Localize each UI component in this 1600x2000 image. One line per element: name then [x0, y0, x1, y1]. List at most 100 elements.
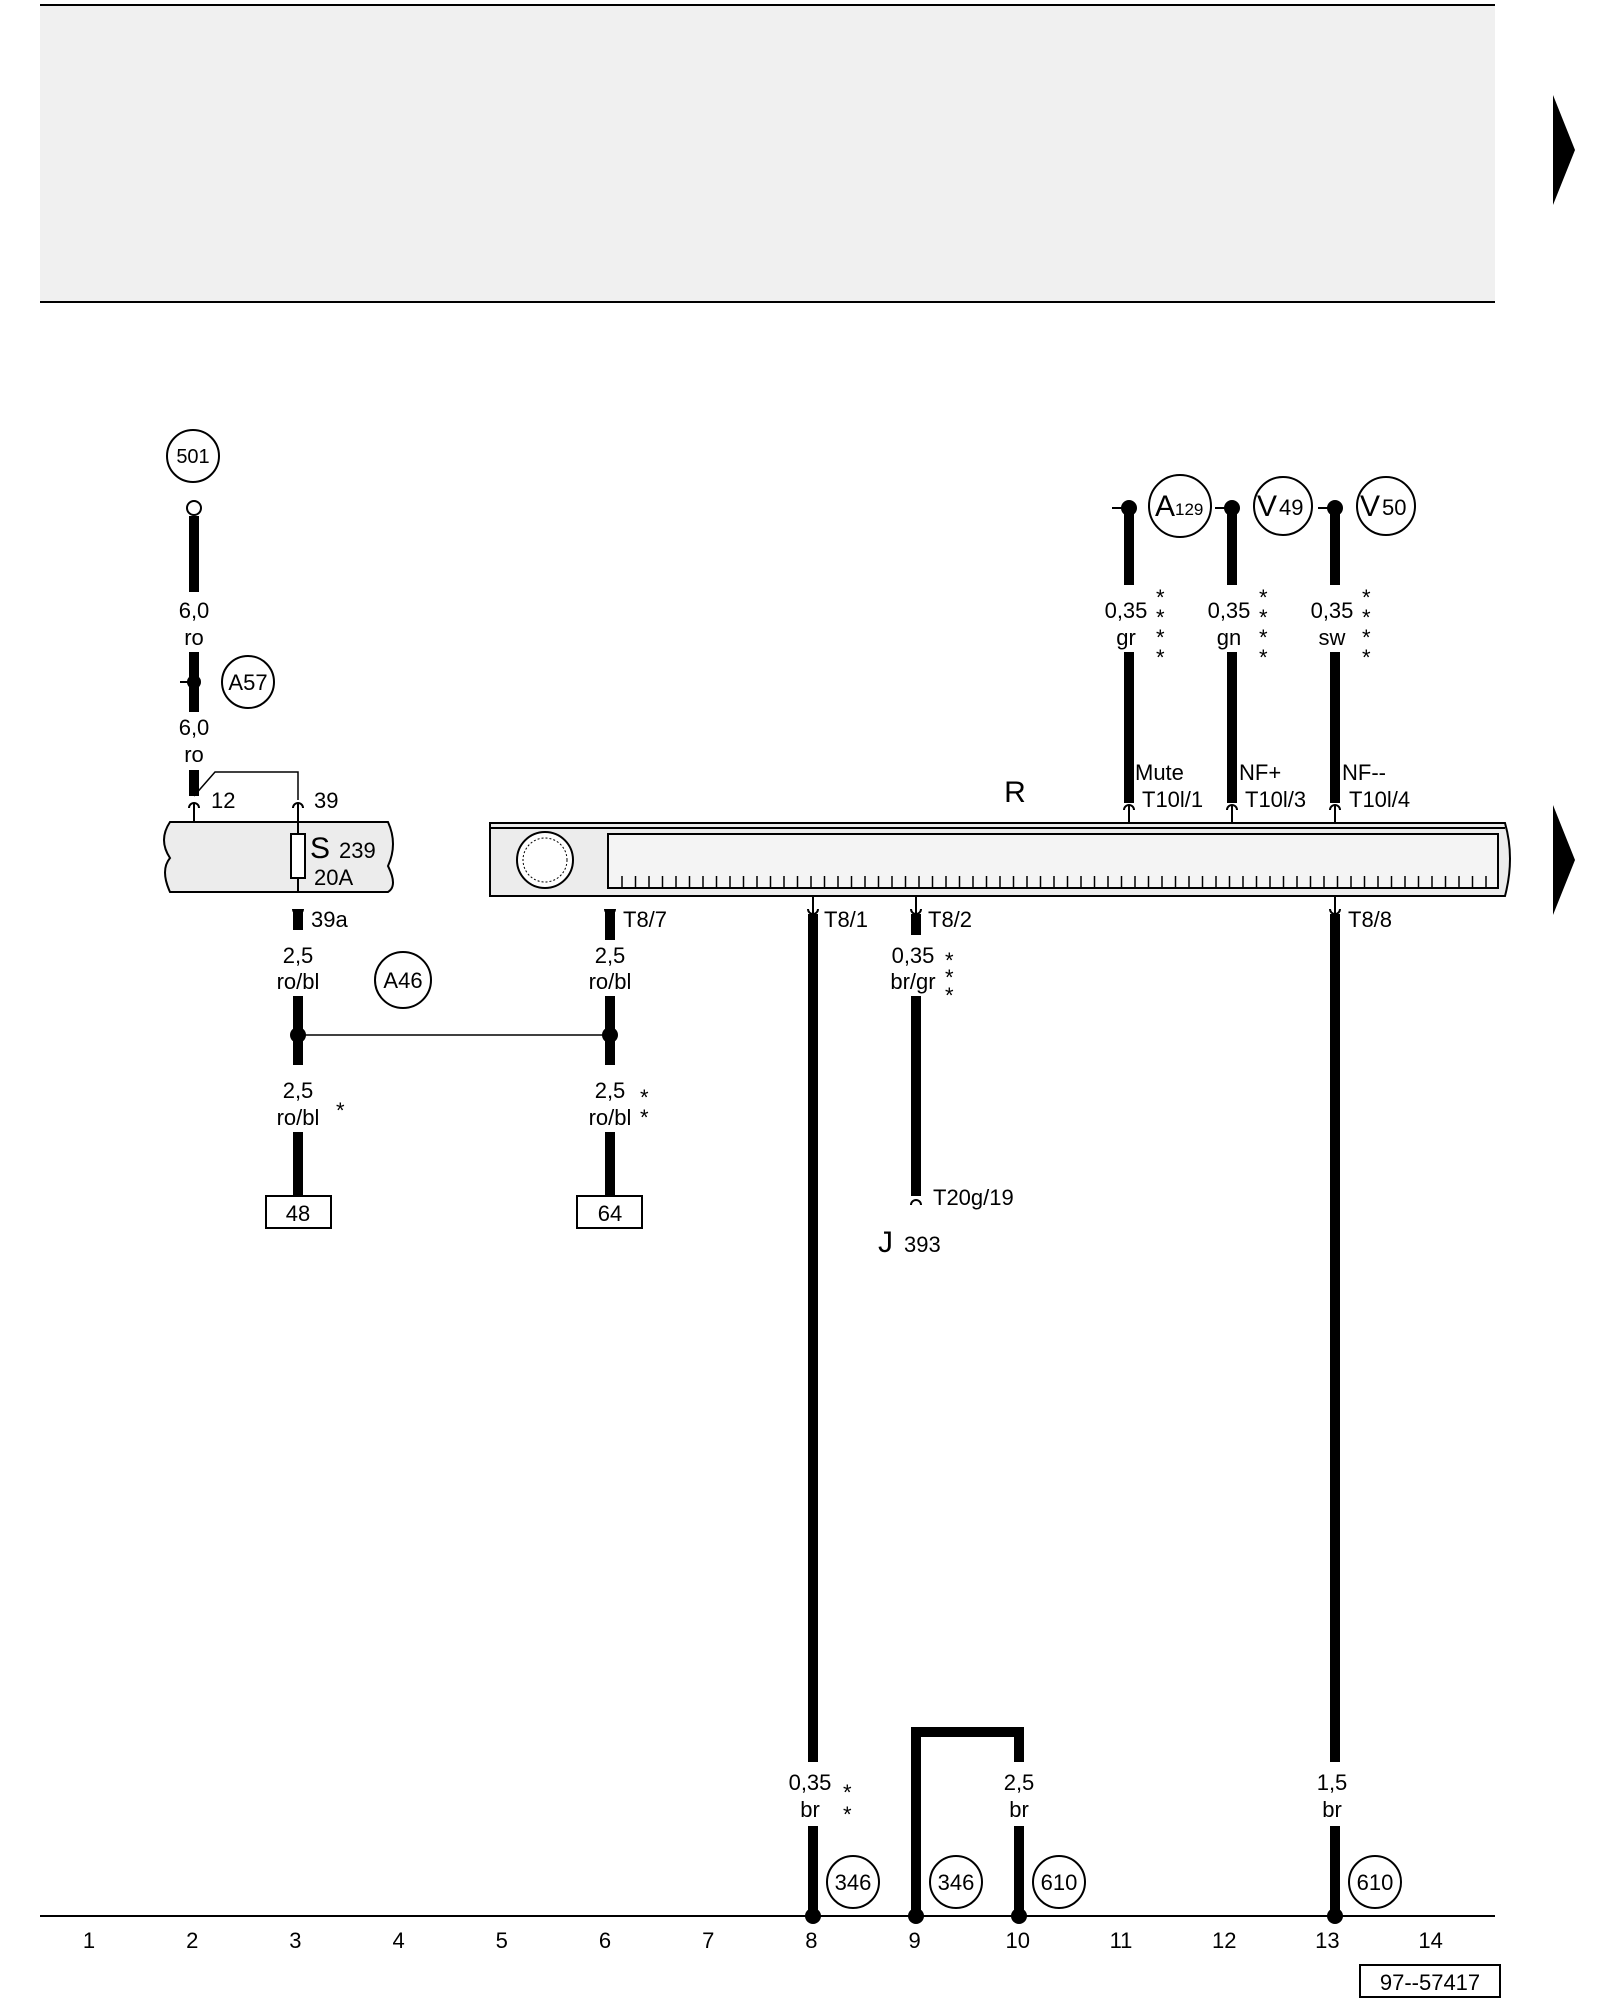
ref-box-48-label: 48 — [286, 1201, 310, 1226]
wire-3-bot-mark: * — [336, 1098, 345, 1123]
fuse-pin-in-label: 12 — [211, 788, 235, 813]
ground-610-b-label: 610 — [1357, 1870, 1394, 1895]
wire-9-mark-2: * — [945, 965, 954, 990]
wire-13-mark-2: * — [1362, 605, 1371, 630]
wire-10-size: 2,5 — [1004, 1770, 1035, 1795]
wire-12-size: 0,35 — [1208, 598, 1251, 623]
ref-circle-a46 — [374, 951, 432, 1009]
pin-t87-label: T8/7 — [623, 907, 667, 932]
wire-10-color: br — [1009, 1797, 1029, 1822]
ground-circle-346-a — [826, 1855, 880, 1909]
column-number: 14 — [1418, 1928, 1442, 1953]
continuation-arrow-top — [1553, 95, 1575, 205]
pin-j393-arc — [910, 1199, 922, 1206]
wire-13-mark-3: * — [1362, 625, 1371, 650]
column-number: 5 — [496, 1928, 508, 1953]
wire-6-top-size: 2,5 — [595, 943, 626, 968]
column-number: 10 — [1006, 1928, 1030, 1953]
wire-501-b-color: ro — [184, 742, 204, 767]
wire-11-mark-3: * — [1156, 625, 1165, 650]
junction-a57-dot — [187, 675, 201, 689]
column-number: 6 — [599, 1928, 611, 1953]
wire-3-top-size: 2,5 — [283, 943, 314, 968]
wire-13-mark-1: * — [1362, 585, 1371, 610]
fuse-rating: 20A — [314, 865, 353, 890]
wire-6-top-color: ro/bl — [589, 969, 632, 994]
fuse-label-num: 239 — [339, 838, 376, 863]
column-number: 3 — [289, 1928, 301, 1953]
column-number: 12 — [1212, 1928, 1236, 1953]
wire-12-mark-4: * — [1259, 645, 1268, 670]
fuse-bridge-line — [193, 771, 299, 800]
ref-501-label: 501 — [176, 446, 209, 468]
fuse-symbol — [290, 833, 306, 879]
wire-11-color: gr — [1116, 625, 1136, 650]
pin-t81-label: T8/1 — [824, 907, 868, 932]
j393-num: 393 — [904, 1232, 941, 1257]
wire-13-mark-4: * — [1362, 645, 1371, 670]
wire-6-bot-mark-1: * — [640, 1085, 649, 1110]
pin-t82-label: T8/2 — [928, 907, 972, 932]
continuation-arrow-mid — [1553, 805, 1575, 915]
ref-circle-v49 — [1253, 476, 1313, 536]
wire-8-mark-2: * — [843, 1802, 852, 1827]
pin-t88-label: T8/8 — [1348, 907, 1392, 932]
ref-circle-v50 — [1356, 476, 1416, 536]
diagram-code: 97--57417 — [1380, 1970, 1480, 1995]
ref-box-48 — [265, 1195, 332, 1229]
wire-12-mark-2: * — [1259, 605, 1268, 630]
column-number: 8 — [805, 1928, 817, 1953]
wire-6-bot-mark-2: * — [640, 1105, 649, 1130]
fuse-label-s: S — [310, 832, 330, 865]
wire-8-mark-1: * — [843, 1780, 852, 1805]
diagram-code-box — [1359, 1964, 1501, 1998]
radio-top-pin-mute — [1123, 804, 1135, 823]
column-number: 1 — [83, 1928, 95, 1953]
wire-12-mark-1: * — [1259, 585, 1268, 610]
wire-9-mark-1: * — [945, 948, 954, 973]
terminal-501 — [186, 500, 202, 516]
column-number: 9 — [908, 1928, 920, 1953]
pin-nfminus-name: NF-- — [1342, 760, 1386, 785]
radio-label: R — [1004, 776, 1026, 809]
ref-circle-a57 — [221, 655, 275, 709]
ground-610-a-label: 610 — [1041, 1870, 1078, 1895]
wire-8-color: br — [800, 1797, 820, 1822]
ref-circle-501 — [166, 429, 220, 483]
wire-12-mark-3: * — [1259, 625, 1268, 650]
radio-knob-inner — [522, 837, 568, 883]
ref-a46-label: A46 — [383, 968, 422, 993]
ground-346-a-label: 346 — [835, 1870, 872, 1895]
ref-v50-sub: 50 — [1382, 495, 1406, 520]
column-number: 2 — [186, 1928, 198, 1953]
ref-v49-sub: 49 — [1279, 495, 1303, 520]
radio-top-pin-nfplus — [1226, 804, 1238, 823]
wire-11-mark-4: * — [1156, 645, 1165, 670]
wire-3-bot-color: ro/bl — [277, 1105, 320, 1130]
radio-tick-scale — [621, 876, 1487, 888]
fuse-pin-out-label: 39 — [314, 788, 338, 813]
wire-6-bot-size: 2,5 — [595, 1078, 626, 1103]
wire-6-bot-color: ro/bl — [589, 1105, 632, 1130]
radio-top-pin-nfminus — [1329, 804, 1341, 823]
column-number: 4 — [392, 1928, 404, 1953]
j393-label: J — [878, 1226, 893, 1259]
ref-a129-sub: 129 — [1175, 500, 1203, 519]
wire-12-color: gn — [1217, 625, 1241, 650]
ref-box-64 — [576, 1195, 643, 1229]
pin-nfminus-pin: T10l/4 — [1349, 787, 1410, 812]
ref-a57-label: A57 — [228, 670, 267, 695]
column-number: 7 — [702, 1928, 714, 1953]
column-number: 13 — [1315, 1928, 1339, 1953]
wire-col9-10-loop — [911, 1727, 1024, 1916]
wire-501-a-color: ro — [184, 625, 204, 650]
wire-9-size: 0,35 — [892, 943, 935, 968]
ref-circle-a129 — [1148, 474, 1212, 538]
radio-knob — [516, 831, 574, 889]
wire-8-size: 0,35 — [789, 1770, 832, 1795]
wire-11-mark-2: * — [1156, 605, 1165, 630]
wire-9-mark-3: * — [945, 983, 954, 1008]
column-number: 11 — [1110, 1928, 1133, 1953]
pin-mute-name: Mute — [1135, 760, 1184, 785]
